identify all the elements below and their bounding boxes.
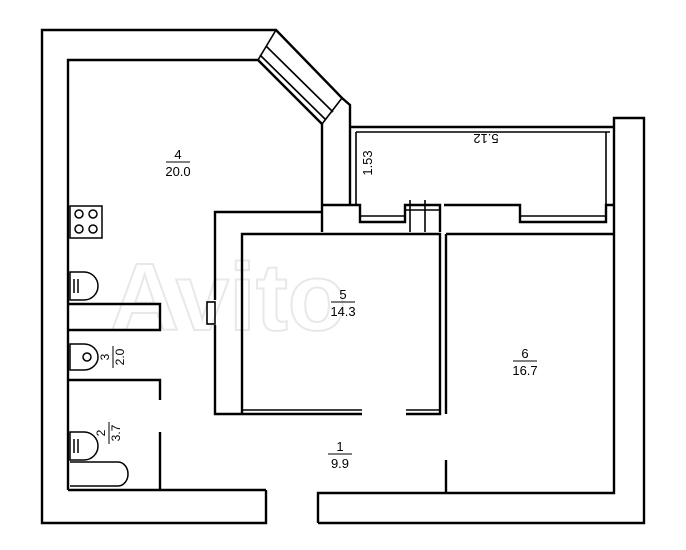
- toilet-icon: [69, 343, 99, 371]
- room-area: 9.9: [331, 456, 349, 471]
- interior-walls: [68, 210, 614, 493]
- room-area: 2.0: [113, 348, 127, 365]
- room-label-6: 6 16.7: [512, 346, 537, 378]
- sink-icon: [69, 271, 99, 301]
- room-area: 20.0: [165, 164, 190, 179]
- room-number: 2: [94, 429, 108, 436]
- room-number: 3: [98, 353, 112, 360]
- room-label-4: 4 20.0: [165, 147, 190, 179]
- balcony-length: 5.12: [473, 131, 498, 146]
- stove-burner-icon: [74, 224, 84, 234]
- stove-burner-icon: [88, 209, 98, 219]
- room-area: 3.7: [109, 424, 123, 441]
- room-number: 1: [336, 439, 343, 454]
- washbasin-icon: [69, 431, 99, 461]
- room-number: 4: [174, 147, 181, 162]
- balcony-depth: 1.53: [360, 150, 375, 175]
- stove-burner-icon: [74, 209, 84, 219]
- stove-icon: [69, 205, 103, 239]
- room-area: 14.3: [330, 304, 355, 319]
- room-number: 5: [339, 287, 346, 302]
- room-label-5: 5 14.3: [330, 287, 355, 319]
- balcony: [322, 125, 614, 232]
- bathtub-icon: [70, 461, 129, 487]
- watermark-logo: Avito: [110, 244, 346, 351]
- room-label-3: 3 2.0: [98, 346, 127, 368]
- room-area: 16.7: [512, 363, 537, 378]
- room-label-2: 2 3.7: [94, 422, 123, 444]
- room-number: 6: [521, 346, 528, 361]
- outer-walls: [40, 28, 646, 525]
- room-label-1: 1 9.9: [328, 439, 352, 471]
- stove-burner-icon: [88, 224, 98, 234]
- fixtures: [69, 205, 129, 487]
